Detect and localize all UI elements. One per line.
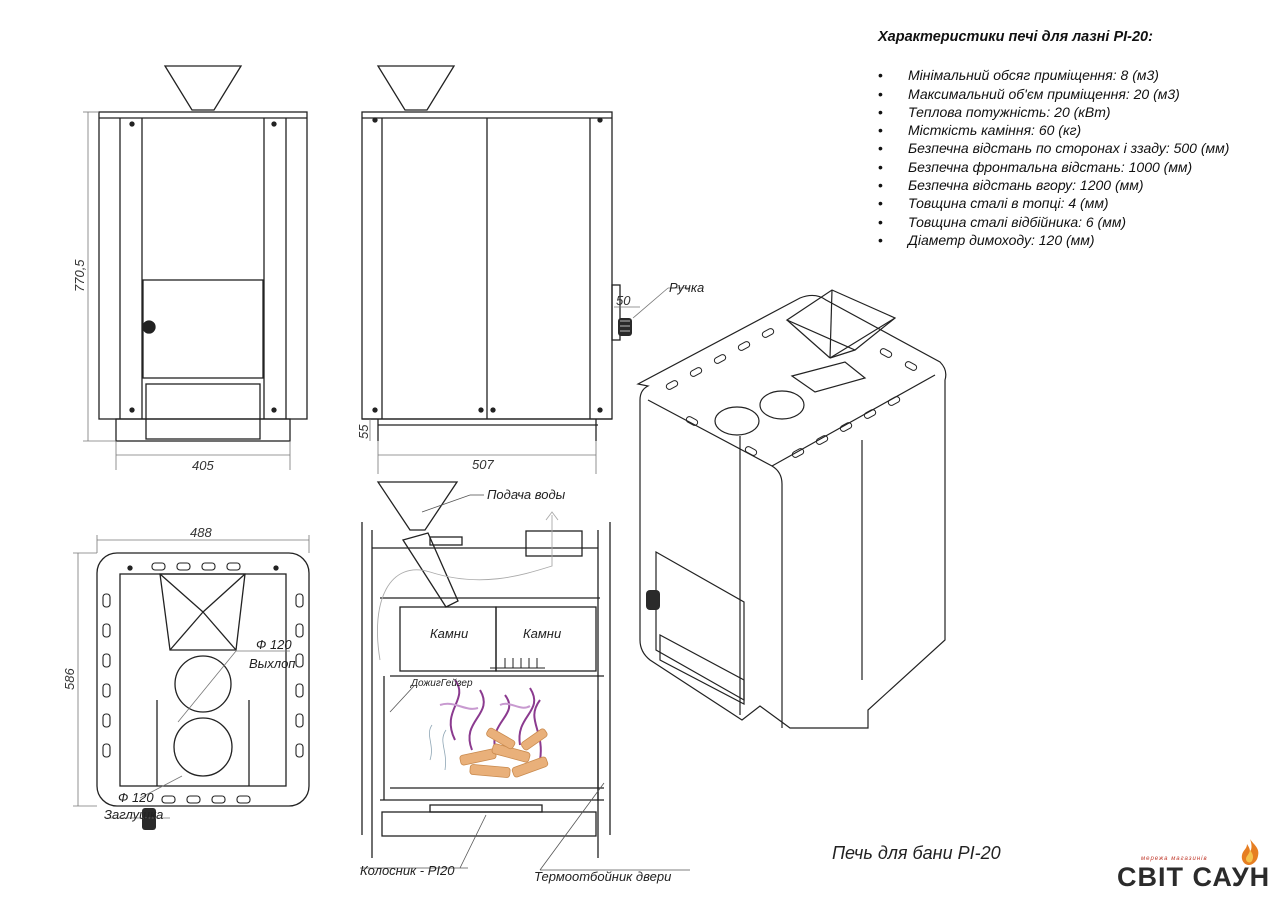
outlet-label: Выхлоп xyxy=(249,656,295,671)
handle-label: Ручка xyxy=(669,280,704,295)
spec-item: Безпечна відстань по сторонах і ззаду: 5… xyxy=(878,139,1273,158)
top-width-dimension: 488 xyxy=(190,525,212,540)
spec-item: Товщина сталі в топці: 4 (мм) xyxy=(878,194,1273,213)
fire xyxy=(439,679,542,761)
door-shield-label: Термоотбойник двери xyxy=(534,869,671,884)
front-view xyxy=(98,65,308,442)
outlet-diameter-label: Ф 120 xyxy=(256,637,292,652)
flow-lines xyxy=(377,511,559,661)
logo-tagline: мережа магазинів xyxy=(1141,856,1208,862)
side-view xyxy=(361,65,621,441)
isometric-handle xyxy=(646,590,660,610)
side-width-dimension: 507 xyxy=(472,457,494,472)
plug-knob xyxy=(142,808,156,830)
top-view xyxy=(96,552,310,807)
firewood xyxy=(459,727,549,778)
plug-label: Заглушка xyxy=(104,807,163,822)
stones-right-label: Камни xyxy=(523,626,561,641)
spec-item: Мінімальний обсяг приміщення: 8 (м3) xyxy=(878,66,1273,85)
spec-item: Товщина сталі відбійника: 6 (мм) xyxy=(878,213,1273,232)
logo-brand: СВІТ САУН xyxy=(1117,862,1271,892)
spec-item: Безпечна відстань вгору: 1200 (мм) xyxy=(878,176,1273,195)
technical-drawings: 770,5 405 507 55 50 Ручка xyxy=(62,65,947,884)
isometric-view xyxy=(636,289,947,729)
grate-label: Колосник - PI20 xyxy=(360,863,455,878)
afterburner-label: ДожигГейзер xyxy=(410,678,473,689)
flame-icon xyxy=(1241,839,1259,865)
legs-dimension: 55 xyxy=(356,424,371,439)
spec-item: Максимальний об'єм приміщення: 20 (м3) xyxy=(878,85,1273,104)
spec-item: Теплова потужність: 20 (кВт) xyxy=(878,103,1273,122)
section-view xyxy=(361,481,611,858)
front-width-dimension: 405 xyxy=(192,458,214,473)
water-supply-label: Подача воды xyxy=(487,487,566,502)
height-dimension: 770,5 xyxy=(72,259,87,292)
top-depth-dimension: 586 xyxy=(62,668,77,690)
spec-item: Місткість каміння: 60 (кг) xyxy=(878,121,1273,140)
specs-panel: Характеристики печі для лазні PI-20: Мін… xyxy=(878,28,1273,250)
specs-list: Мінімальний обсяг приміщення: 8 (м3) Мак… xyxy=(878,66,1273,249)
handle-offset-dimension: 50 xyxy=(616,293,631,308)
product-caption: Печь для бани PI-20 xyxy=(832,843,1001,863)
stones-left-label: Камни xyxy=(430,626,468,641)
spec-item: Діаметр димоходу: 120 (мм) xyxy=(878,231,1273,250)
spec-item: Безпечна фронтальна відстань: 1000 (мм) xyxy=(878,158,1273,177)
side-handle xyxy=(618,318,632,336)
plug-diameter-label: Ф 120 xyxy=(118,790,154,805)
specs-title: Характеристики печі для лазні PI-20: xyxy=(878,29,1153,45)
